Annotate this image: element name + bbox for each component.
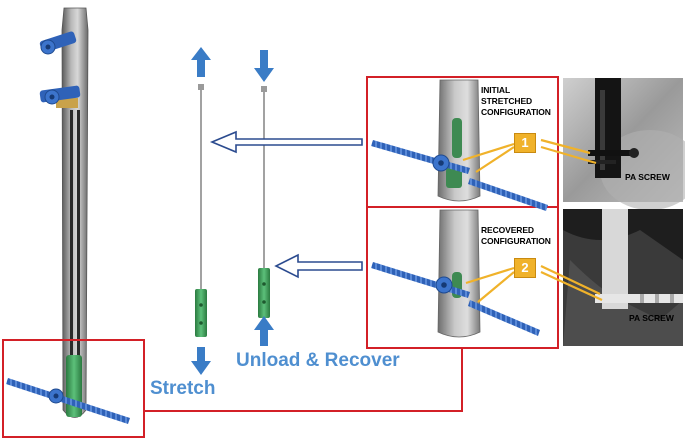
initial-caption-line-1: INITIAL — [481, 85, 511, 95]
detail-frame-bottom-left — [2, 339, 145, 438]
xray-initial-label: PA SCREW — [625, 172, 670, 182]
nail-assembly — [6, 7, 130, 424]
xray-recovered — [563, 209, 683, 346]
recover-down-arrow — [254, 50, 274, 82]
initial-zoom-illustration — [371, 79, 548, 211]
stretch-up-arrow — [191, 47, 211, 77]
unload-recover-label: Unload & Recover — [236, 350, 400, 371]
upper-locking-screw — [39, 31, 77, 55]
initial-caption-line-2: STRETCHED — [481, 96, 533, 106]
distal-transverse-screw — [6, 378, 130, 424]
xray-recovered-label: PA SCREW — [629, 313, 674, 323]
recovered-caption: RECOVERED CONFIGURATION — [481, 225, 551, 247]
recover-wire-assembly — [254, 50, 274, 346]
pointer-arrow-initial — [209, 130, 363, 154]
stretch-label: Stretch — [150, 378, 216, 399]
initial-caption: INITIAL STRETCHED CONFIGURATION — [481, 85, 551, 118]
stretch-wire-assembly — [191, 47, 211, 375]
xray-initial — [563, 78, 685, 210]
connector-line — [144, 349, 463, 412]
badge-1: 1 — [514, 133, 536, 153]
pointer-arrow-recovered — [274, 253, 363, 279]
spring-loaded-screw — [39, 85, 81, 108]
recovered-zoom-illustration — [371, 209, 540, 338]
stretch-down-arrow — [191, 347, 211, 375]
recovered-caption-line-1: RECOVERED — [481, 225, 534, 235]
recovered-caption-line-2: CONFIGURATION — [481, 236, 551, 246]
leader-lines-2 — [465, 265, 603, 303]
recover-up-arrow — [254, 316, 274, 346]
leader-lines-1 — [462, 138, 597, 173]
initial-caption-line-3: CONFIGURATION — [481, 107, 551, 117]
badge-2: 2 — [514, 258, 536, 278]
